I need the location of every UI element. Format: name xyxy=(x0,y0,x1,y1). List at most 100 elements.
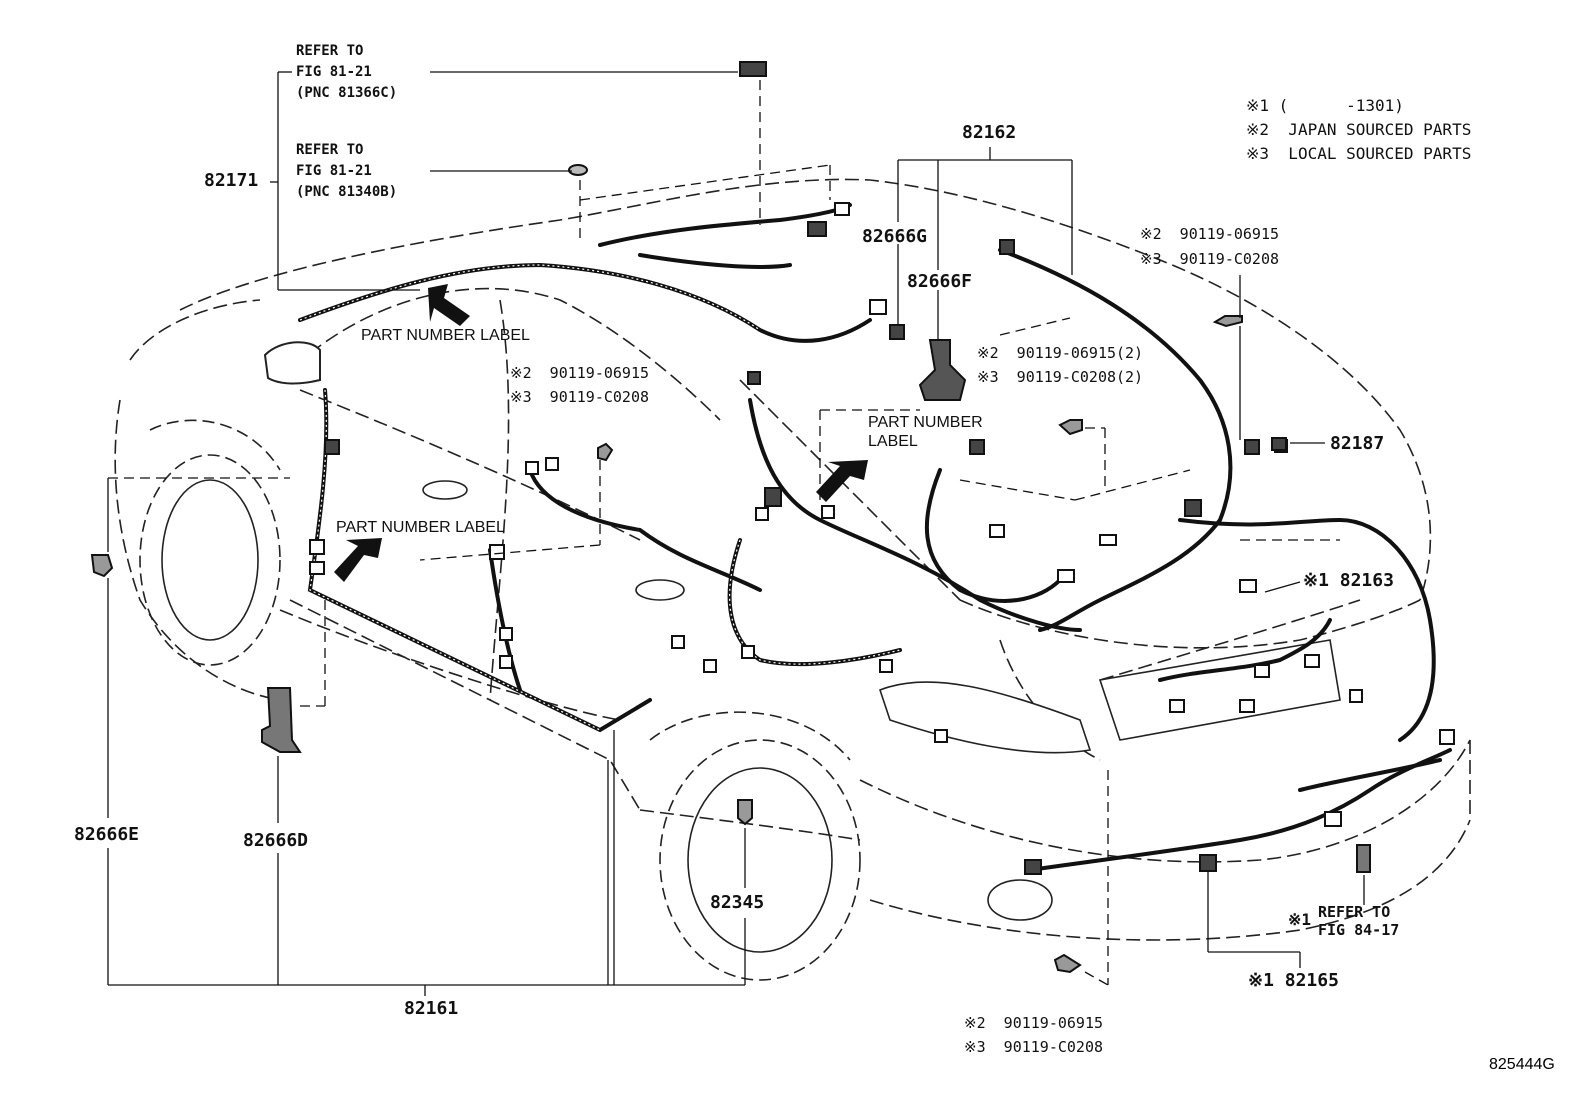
connector xyxy=(525,461,539,475)
bolt xyxy=(1212,315,1243,328)
bolt-code-local: ※3 90119-C0208 xyxy=(964,1038,1103,1056)
refer-to-text: REFER TO xyxy=(296,142,364,158)
bolt-code-japan: ※2 90119-06915 xyxy=(964,1014,1103,1032)
arrow-icon xyxy=(428,284,470,326)
bracket-82666f xyxy=(918,339,967,401)
connector xyxy=(489,544,505,560)
fig-text: FIG 84-17 xyxy=(1318,921,1400,939)
bolt-code-japan: ※2 90119-06915 xyxy=(510,364,649,382)
part-82165: ※1 82165 xyxy=(1248,970,1339,991)
connector xyxy=(821,505,835,519)
bolt xyxy=(1058,419,1083,436)
license-plate-recess xyxy=(1098,639,1341,741)
connector xyxy=(1169,699,1185,713)
connector xyxy=(989,524,1005,538)
arrow-icon xyxy=(816,460,868,502)
bolt-code-japan: ※2 90119-06915(2) xyxy=(977,344,1144,362)
front-wheel xyxy=(139,419,281,666)
part-82187: 82187 xyxy=(1330,433,1385,454)
connector xyxy=(999,239,1015,255)
connectors xyxy=(309,61,1455,875)
clip-82187 xyxy=(1271,437,1287,451)
connector xyxy=(934,729,948,743)
pnc-text: (PNC 81366C) xyxy=(296,85,398,101)
clamp-82345 xyxy=(737,799,753,826)
leader-lines xyxy=(107,71,1365,996)
connector xyxy=(671,635,685,649)
connector xyxy=(1099,534,1117,546)
connector xyxy=(545,457,559,471)
clamp-82666e xyxy=(90,554,114,578)
bolt xyxy=(597,442,614,462)
part-number-label-floor: PART NUMBER LABEL xyxy=(336,519,505,536)
connector xyxy=(764,487,782,507)
bolt-code-local: ※3 90119-C0208(2) xyxy=(977,368,1144,386)
connector xyxy=(324,439,340,455)
rear-door-handle xyxy=(635,579,685,601)
connector xyxy=(755,507,769,521)
connector xyxy=(1184,499,1202,517)
bolt-code-local: ※3 90119-C0208 xyxy=(1140,250,1279,268)
connector xyxy=(969,439,985,455)
connector xyxy=(1349,689,1363,703)
refer-to-text: REFER TO xyxy=(1318,903,1391,921)
connector xyxy=(1199,854,1217,872)
bolt-code-local: ※3 90119-C0208 xyxy=(510,388,649,406)
part-82162: 82162 xyxy=(962,122,1017,143)
wire-harness-texture xyxy=(299,264,901,731)
rear-fog-lamp xyxy=(987,879,1053,921)
refer-mark: ※1 xyxy=(1288,910,1312,929)
connector xyxy=(807,221,827,237)
connector xyxy=(1239,699,1255,713)
part-82666f: 82666F xyxy=(907,271,973,292)
connector xyxy=(879,659,893,673)
clip-81340b xyxy=(568,164,588,176)
rear-wheel xyxy=(649,711,861,981)
connector xyxy=(889,324,905,340)
part-number-label-roof: PART NUMBER LABEL xyxy=(361,327,530,344)
part-number-label-line-2: LABEL xyxy=(868,433,918,450)
connector xyxy=(1057,569,1075,583)
bracket-84-17 xyxy=(1356,844,1371,873)
legend-note-3: ※3 LOCAL SOURCED PARTS xyxy=(1246,144,1472,163)
connector xyxy=(747,371,761,385)
part-82161: 82161 xyxy=(404,998,459,1019)
bolt xyxy=(1053,953,1082,974)
connector xyxy=(703,659,717,673)
bolt-code-japan: ※2 90119-06915 xyxy=(1140,225,1279,243)
bracket-82666d xyxy=(261,687,302,753)
connector xyxy=(1439,729,1455,745)
legend-note-1: ※1 ( -1301) xyxy=(1246,96,1404,115)
connector xyxy=(1239,579,1257,593)
connector xyxy=(1254,664,1270,678)
connector xyxy=(739,61,767,77)
part-82666g: 82666G xyxy=(862,226,928,247)
arrow-icon xyxy=(334,538,382,582)
connector xyxy=(1024,859,1042,875)
connector xyxy=(499,655,513,669)
part-82666e: 82666E xyxy=(74,824,140,845)
connector xyxy=(1304,654,1320,668)
connector xyxy=(309,539,325,555)
part-number-label-line-1: PART NUMBER xyxy=(868,414,983,431)
connector xyxy=(834,202,850,216)
fig-text: FIG 81-21 xyxy=(296,163,372,179)
arrows xyxy=(334,284,868,582)
tail-lamp-left xyxy=(879,681,1092,754)
connector xyxy=(741,645,755,659)
connector xyxy=(1244,439,1260,455)
refer-to-text: REFER TO xyxy=(296,43,364,59)
side-mirror xyxy=(263,341,321,385)
connector xyxy=(499,627,513,641)
front-door-handle xyxy=(422,480,468,500)
pnc-text: (PNC 81340B) xyxy=(296,184,398,200)
part-82666d: 82666D xyxy=(243,830,309,851)
fig-text: FIG 81-21 xyxy=(296,64,372,80)
connector xyxy=(309,561,325,575)
dashed-leaders xyxy=(108,80,1340,986)
illustration-id: 825444G xyxy=(1489,1056,1555,1073)
legend-note-2: ※2 JAPAN SOURCED PARTS xyxy=(1246,120,1472,139)
brackets-and-bolts xyxy=(90,164,1371,974)
part-82163: ※1 82163 xyxy=(1303,570,1394,591)
